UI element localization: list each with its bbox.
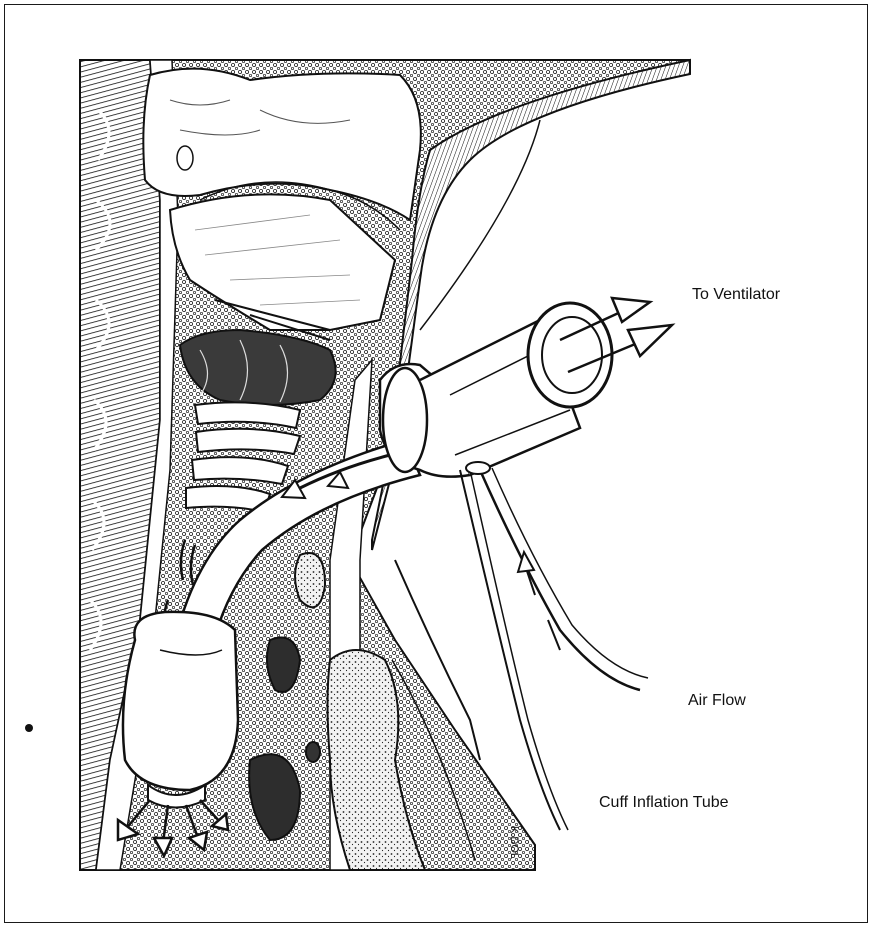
margin-dot bbox=[25, 724, 33, 732]
inflated-cuff bbox=[123, 612, 238, 790]
artist-signature: K.DOL bbox=[508, 826, 520, 859]
label-air-flow: Air Flow bbox=[688, 692, 746, 710]
label-cuff-inflation-tube: Cuff Inflation Tube bbox=[599, 794, 729, 812]
label-to-ventilator: To Ventilator bbox=[692, 286, 780, 304]
